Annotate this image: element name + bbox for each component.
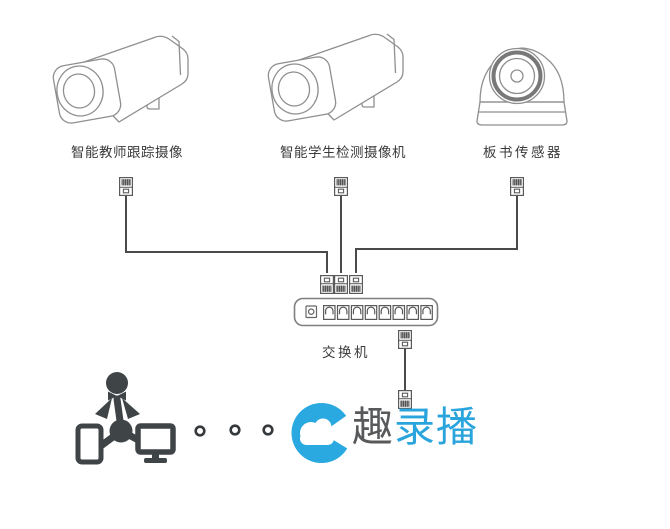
wire-teacher-camera [125,195,328,273]
brand-text-dark: 趣 [352,403,394,451]
label-board-sensor: 板书传感器 [483,145,563,161]
brand-logo-text: 趣录播 [352,403,478,451]
wire-board-sensor [355,195,518,273]
label-student-camera: 智能学生检测摄像机 [280,145,406,161]
person-devices-icon [75,372,176,465]
label-switch: 交换机 [322,345,370,361]
student-camera-illustration [265,33,404,124]
cloud-logo-icon [291,403,358,463]
monitor-icon [135,423,176,463]
label-teacher-camera: 智能教师跟踪摄像 [71,145,183,161]
rj45-connector-switch-port3 [349,275,363,294]
rj45-connector-student [334,177,348,196]
ellipsis-dots [194,424,274,437]
rj45-connector-switch-uplink [398,330,412,349]
brand-text-blue: 录播 [394,403,478,451]
network-wires [125,195,518,390]
switch-illustration [293,297,439,327]
rj45-connector-teacher [118,177,133,196]
teacher-camera-illustration [50,35,189,126]
phone-icon [75,423,104,465]
rj45-connector-switch-port1 [320,275,334,294]
rj45-connector-sensor [510,177,525,196]
board-sensor-illustration [475,46,569,127]
switch-indicator [305,305,318,319]
rj45-connector-switch-port2 [334,275,348,294]
